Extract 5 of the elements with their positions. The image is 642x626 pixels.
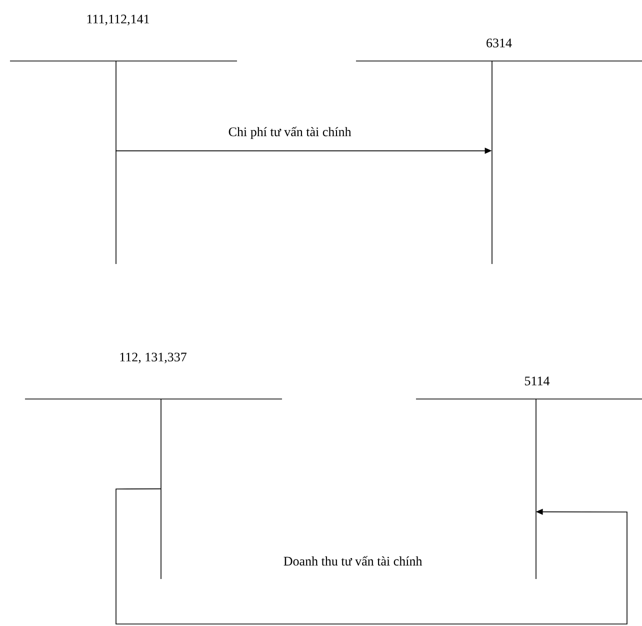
t-account: 112, 131,337 [24, 352, 282, 580]
edge-label: Doanh thu tư vấn tài chính [282, 555, 424, 567]
t-account: 6314 [356, 38, 642, 264]
edge-label: Chi phí tư vấn tài chính [227, 126, 352, 140]
arrow [116, 488, 628, 624]
